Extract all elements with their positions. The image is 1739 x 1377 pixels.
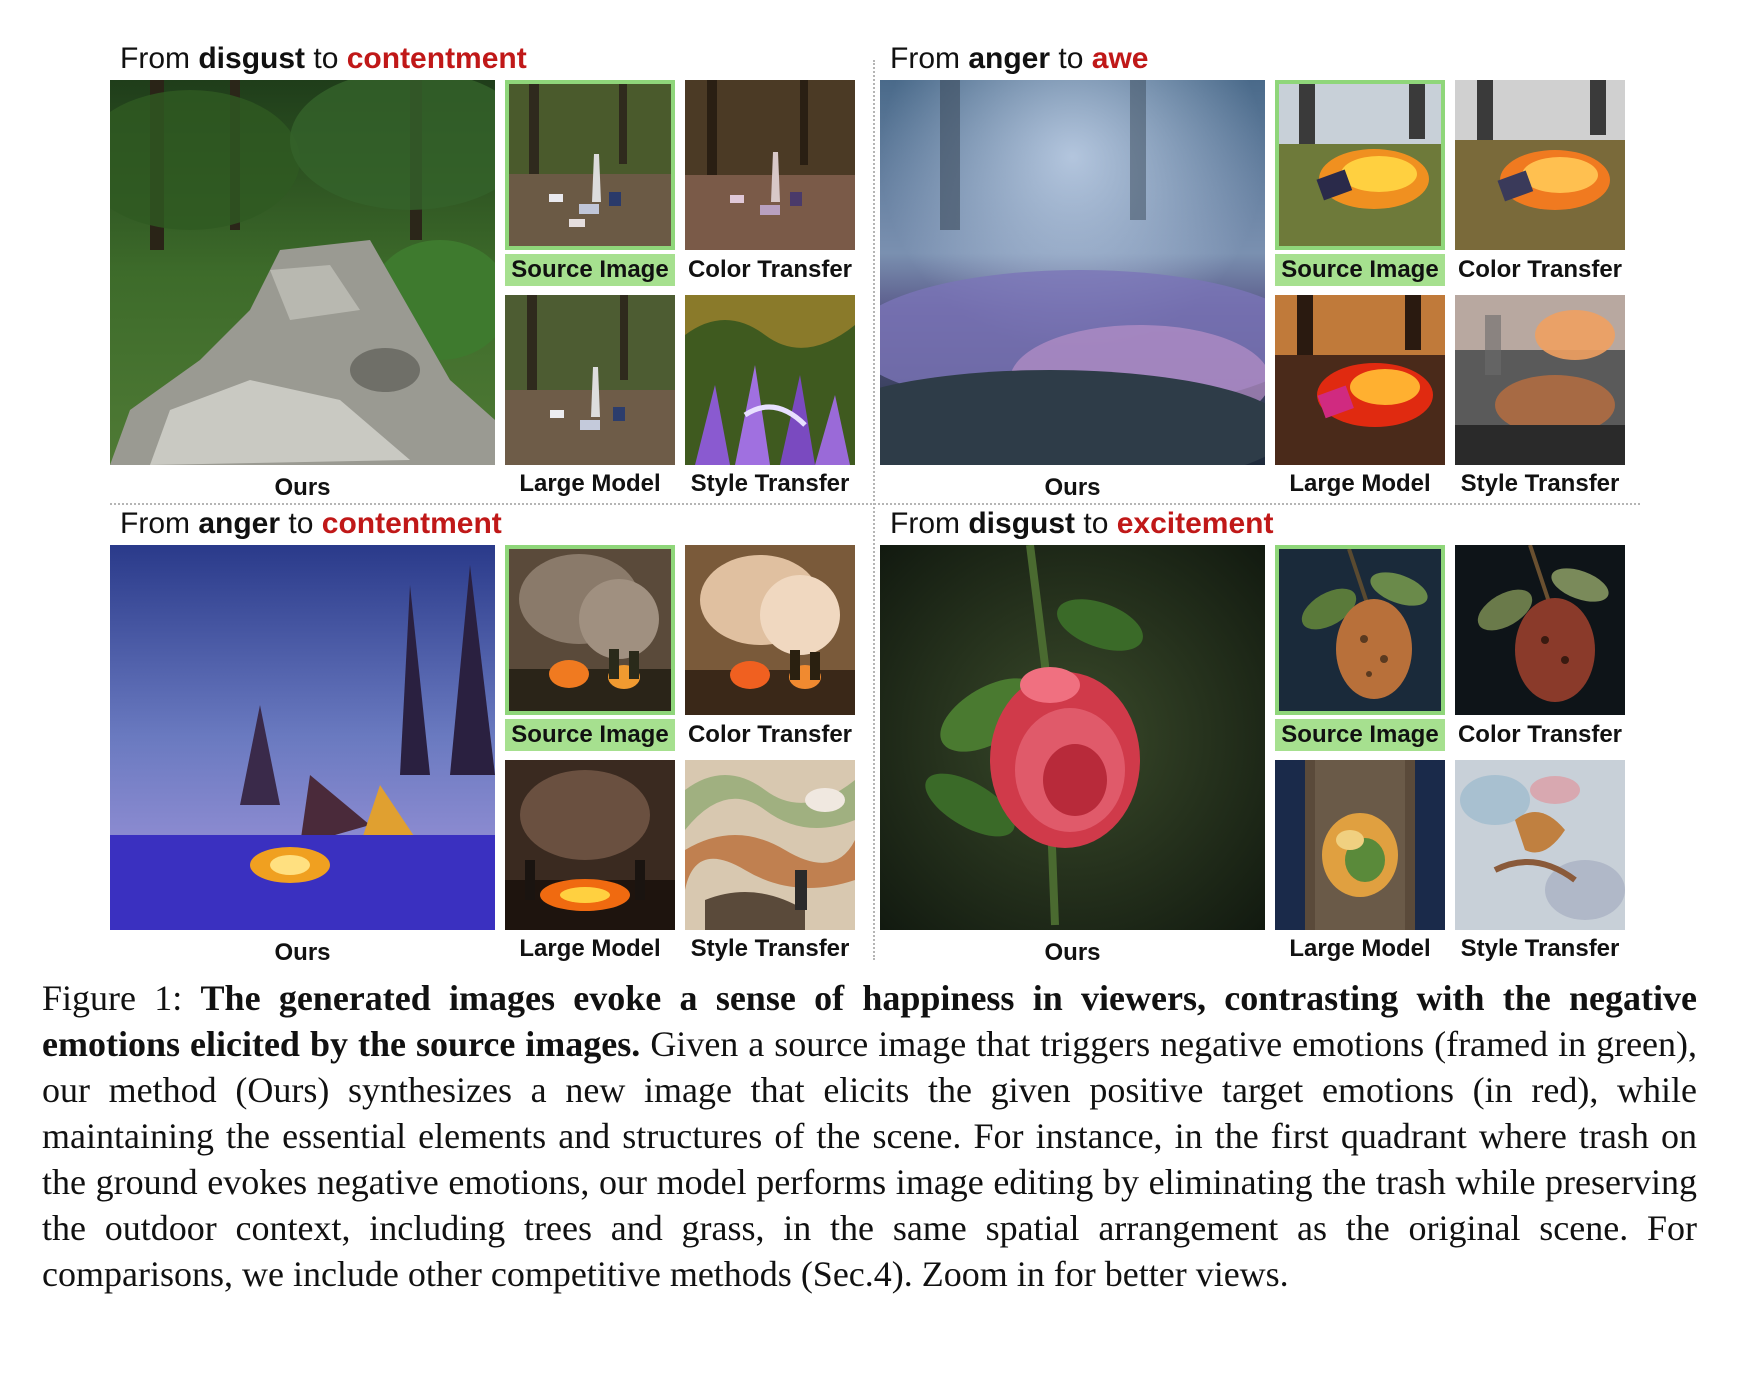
large-model-label: Large Model (519, 935, 661, 962)
style-transfer-label: Style Transfer (1460, 935, 1620, 962)
style-transfer-image (685, 760, 855, 930)
figure-caption: Figure 1: The generated images evoke a s… (42, 975, 1697, 1297)
horizontal-divider (110, 503, 1640, 505)
color-transfer-image (685, 545, 855, 715)
ours-label: Ours (1044, 939, 1101, 966)
target-emotion: awe (1091, 42, 1149, 75)
style-transfer-label: Style Transfer (1460, 470, 1620, 497)
source-image (1275, 80, 1445, 250)
quadrant-disgust-to-contentment: From disgust to contentment (110, 40, 870, 501)
title-from-word: From (890, 42, 960, 75)
large-model-image (505, 760, 675, 930)
quadrant-anger-to-contentment: From anger to contentment (110, 505, 870, 966)
figure-1: From disgust to contentment (110, 40, 1640, 970)
large-model-label: Large Model (519, 470, 661, 497)
title-to-word: to (1083, 507, 1109, 540)
vertical-divider (873, 60, 875, 960)
caption-prefix: Figure 1: (42, 978, 183, 1018)
title-from-word: From (120, 42, 190, 75)
large-model-label: Large Model (1289, 935, 1431, 962)
ours-label: Ours (274, 939, 331, 966)
title-to-word: to (313, 42, 339, 75)
caption-body: Given a source image that triggers negat… (42, 1024, 1698, 1294)
source-image-label: Source Image (505, 254, 675, 286)
source-image (505, 545, 675, 715)
source-image-label: Source Image (1275, 254, 1445, 286)
ours-label: Ours (1044, 474, 1101, 501)
title-from-word: From (120, 507, 190, 540)
quadrant-title: From anger to contentment (120, 507, 502, 541)
style-transfer-label: Style Transfer (690, 935, 850, 962)
source-image-label: Source Image (1275, 719, 1445, 751)
color-transfer-label: Color Transfer (687, 256, 853, 283)
color-transfer-label: Color Transfer (1457, 721, 1623, 748)
target-emotion: excitement (1116, 507, 1274, 540)
source-emotion: anger (968, 42, 1051, 75)
style-transfer-image (1455, 295, 1625, 465)
color-transfer-label: Color Transfer (1457, 256, 1623, 283)
color-transfer-label: Color Transfer (687, 721, 853, 748)
target-emotion: contentment (321, 507, 502, 540)
ours-image (880, 80, 1265, 465)
quadrant-disgust-to-excitement: From disgust to excitement (880, 505, 1640, 966)
source-emotion: anger (198, 507, 281, 540)
ours-label: Ours (274, 474, 331, 501)
title-to-word: to (288, 507, 314, 540)
style-transfer-label: Style Transfer (690, 470, 850, 497)
title-to-word: to (1058, 42, 1084, 75)
source-image-label: Source Image (505, 719, 675, 751)
color-transfer-image (685, 80, 855, 250)
quadrant-anger-to-awe: From anger to awe (880, 40, 1640, 501)
style-transfer-image (1455, 760, 1625, 930)
source-image (505, 80, 675, 250)
ours-image (110, 80, 495, 465)
large-model-image (1275, 760, 1445, 930)
color-transfer-image (1455, 545, 1625, 715)
caption-bold-summary: The generated images evoke a sense of ha… (42, 978, 1697, 1064)
quadrant-title: From disgust to contentment (120, 42, 527, 76)
large-model-label: Large Model (1289, 470, 1431, 497)
large-model-image (1275, 295, 1445, 465)
large-model-image (505, 295, 675, 465)
title-from-word: From (890, 507, 960, 540)
source-emotion: disgust (198, 42, 306, 75)
quadrant-title: From anger to awe (890, 42, 1148, 76)
source-emotion: disgust (968, 507, 1076, 540)
target-emotion: contentment (346, 42, 527, 75)
quadrant-title: From disgust to excitement (890, 507, 1273, 541)
color-transfer-image (1455, 80, 1625, 250)
ours-image (880, 545, 1265, 930)
source-image (1275, 545, 1445, 715)
ours-image (110, 545, 495, 930)
style-transfer-image (685, 295, 855, 465)
